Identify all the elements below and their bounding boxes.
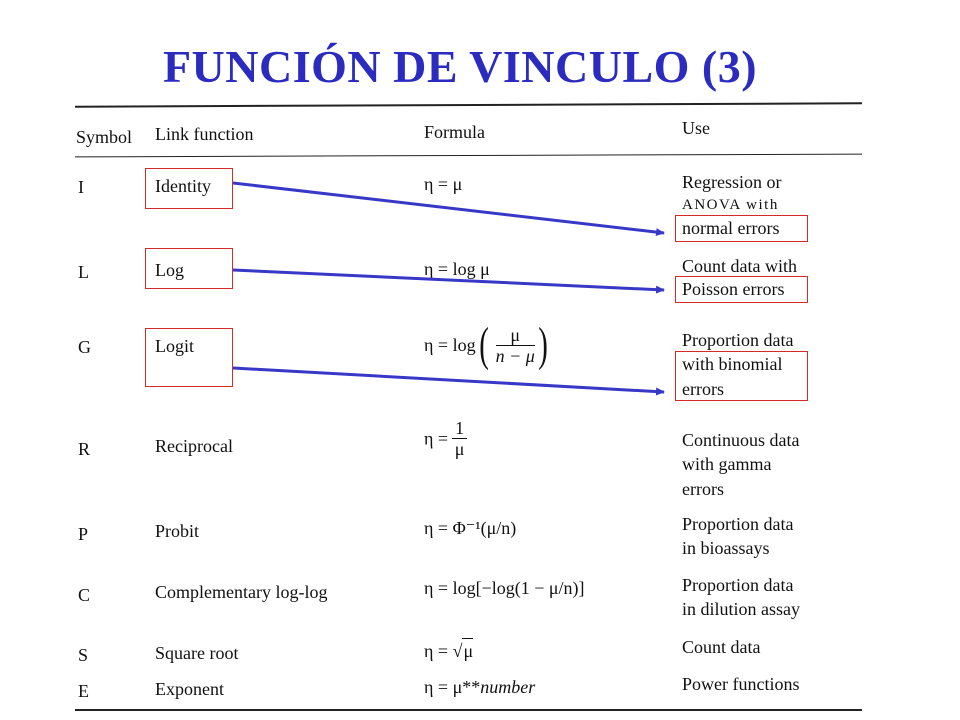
use-logit-line3: errors <box>682 379 724 399</box>
link-logit: Logit <box>155 336 194 356</box>
symbol-exponent: E <box>78 681 89 701</box>
header-symbol: Symbol <box>76 127 133 147</box>
use-identity-line1: Regression or <box>682 172 782 192</box>
symbol-log: L <box>78 262 89 282</box>
formula-reciprocal-numerator: 1 <box>452 418 468 439</box>
use-logit-line2: with binomial <box>682 354 783 374</box>
formula-cloglog: η = log[−log(1 − μ/n)] <box>424 578 585 598</box>
formula-exponent-suffix: number <box>480 677 536 697</box>
header-formula: Formula <box>424 122 485 142</box>
bottom-rule <box>75 709 862 711</box>
use-identity-line2: ANOVA with <box>682 197 779 213</box>
formula-logit-numerator: μ <box>495 325 535 346</box>
formula-logit-prefix: η = log <box>424 335 476 355</box>
link-square-root: Square root <box>155 643 239 663</box>
formula-exponent-prefix: η = μ** <box>424 677 481 697</box>
use-logit-line1: Proportion data <box>682 330 794 350</box>
header-use: Use <box>682 118 710 138</box>
link-reciprocal: Reciprocal <box>155 436 233 456</box>
formula-square-root: η = √μ <box>424 638 474 663</box>
use-identity-line3: normal errors <box>682 218 780 238</box>
use-cloglog-line1: Proportion data <box>682 575 794 595</box>
arrow-logit-to-binomial-errors <box>232 366 665 396</box>
symbol-probit: P <box>78 524 89 544</box>
header-rule <box>75 153 862 158</box>
symbol-square-root: S <box>78 645 89 665</box>
link-cloglog: Complementary log-log <box>155 582 328 602</box>
formula-exponent: η = μ**number <box>424 675 535 699</box>
use-probit-line1: Proportion data <box>682 514 794 534</box>
formula-square-root-prefix: η = √ <box>424 641 463 661</box>
link-exponent: Exponent <box>155 679 224 699</box>
log-highlight-box <box>145 248 233 289</box>
header-link-function: Link function <box>155 124 254 144</box>
use-log-line1: Count data with <box>682 256 797 276</box>
link-log: Log <box>155 260 184 280</box>
formula-log: η = log μ <box>424 259 490 279</box>
symbol-reciprocal: R <box>78 439 91 459</box>
symbol-identity: I <box>78 177 84 197</box>
link-probit: Probit <box>155 521 200 541</box>
normal-errors-highlight-box <box>675 215 808 242</box>
identity-highlight-box <box>145 168 233 209</box>
formula-reciprocal-denominator: μ <box>454 439 465 459</box>
link-identity: Identity <box>155 176 211 196</box>
binomial-errors-highlight-box <box>675 351 808 401</box>
use-square-root-line1: Count data <box>682 637 761 657</box>
formula-reciprocal-prefix: η = <box>424 428 449 449</box>
use-probit-line2: in bioassays <box>682 538 770 558</box>
use-reciprocal-line2: with gamma <box>682 454 772 474</box>
use-reciprocal-line1: Continuous data <box>682 430 800 450</box>
poisson-errors-highlight-box <box>675 276 808 303</box>
formula-logit-denominator: n − μ <box>495 345 535 366</box>
use-exponent-line1: Power functions <box>682 674 800 694</box>
use-cloglog-line2: in dilution assay <box>682 599 800 619</box>
formula-probit: η = Φ⁻¹(μ/n) <box>424 518 517 538</box>
use-log-line2: Poisson errors <box>682 279 785 299</box>
formula-identity: η = μ <box>424 174 463 194</box>
symbol-logit: G <box>78 337 91 357</box>
symbol-cloglog: C <box>78 585 91 605</box>
page-title: FUNCIÓN DE VINCULO (3) <box>162 41 758 92</box>
use-reciprocal-line3: errors <box>682 479 724 499</box>
formula-square-root-radicand: μ <box>462 638 474 663</box>
top-rule <box>74 102 863 108</box>
logit-highlight-box <box>145 328 233 387</box>
